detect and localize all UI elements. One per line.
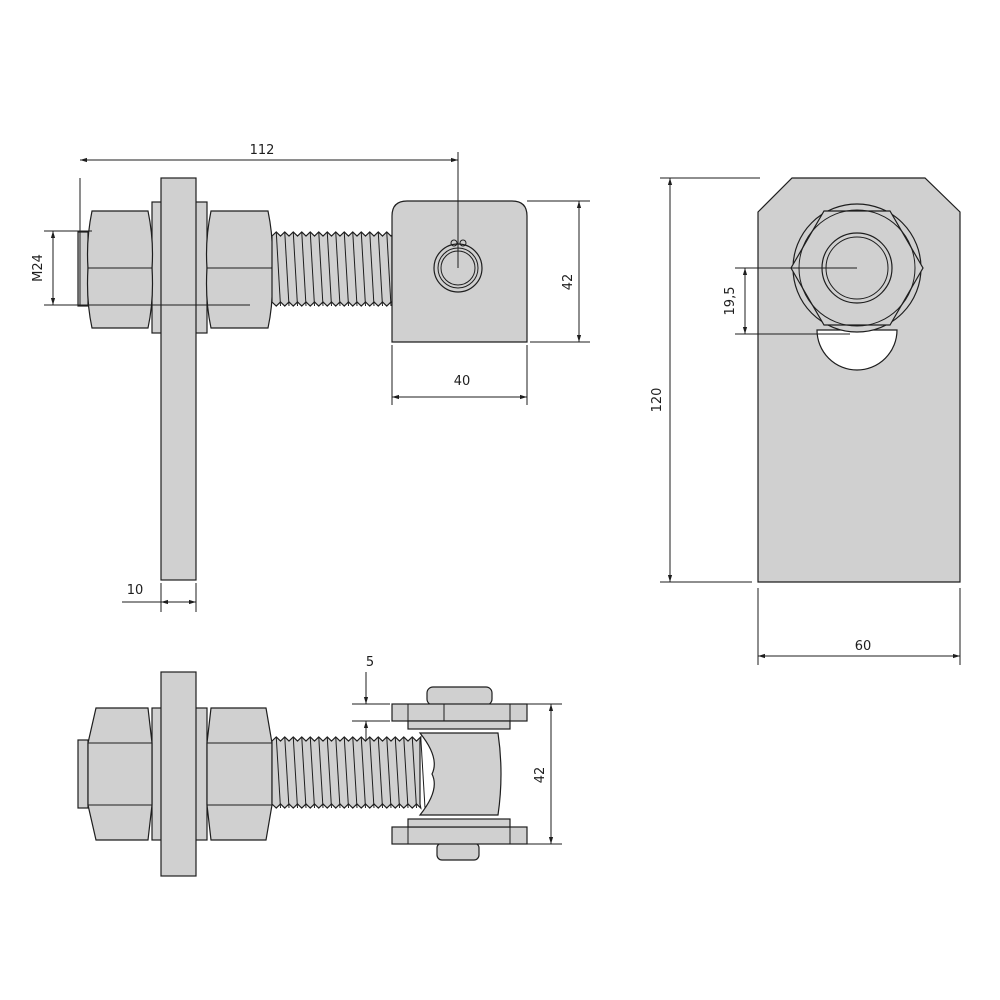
thread-line xyxy=(411,736,417,809)
nut-right xyxy=(206,707,273,841)
thread-line xyxy=(335,231,341,307)
thread-line xyxy=(386,736,392,809)
thread-line xyxy=(352,231,358,307)
pin-end xyxy=(436,842,480,861)
nut-left xyxy=(86,210,154,329)
thread-line xyxy=(275,736,281,809)
thread-line xyxy=(301,736,307,809)
thread-line xyxy=(309,736,315,809)
lower-washer xyxy=(407,818,511,828)
dim-plate-thickness: 10 xyxy=(127,583,144,598)
side-view: 19,5 120 60 xyxy=(650,177,961,665)
dim-washer-thickness: 5 xyxy=(366,655,374,670)
thread-line xyxy=(343,231,349,307)
thread-profile xyxy=(271,231,396,307)
dim-plate-width: 60 xyxy=(855,639,872,654)
thread-line xyxy=(292,736,298,809)
thread-line xyxy=(275,231,281,307)
bolt-end xyxy=(77,739,89,809)
lower-plate xyxy=(391,826,528,845)
top-view: 5 42 xyxy=(77,655,562,877)
thread-line xyxy=(326,231,332,307)
dim-block-height: 42 xyxy=(561,274,576,291)
thread-line xyxy=(420,736,426,809)
thread-line xyxy=(335,736,341,809)
dim-block-width: 40 xyxy=(454,374,471,389)
thread-line xyxy=(360,231,366,307)
dim-plate-height: 120 xyxy=(650,388,665,413)
thread-line xyxy=(343,736,349,809)
upper-plate xyxy=(391,703,528,722)
thread-line xyxy=(386,231,392,307)
hinge-barrel xyxy=(418,732,502,816)
dim-thread-size: M24 xyxy=(31,254,46,282)
thread-line xyxy=(394,736,400,809)
thread-line xyxy=(309,231,315,307)
mounting-plate xyxy=(160,177,197,581)
mounting-plate-top xyxy=(160,671,197,877)
thread-line xyxy=(284,736,290,809)
dim-hole-offset: 19,5 xyxy=(723,287,738,316)
thread-line xyxy=(326,736,332,809)
nut-left xyxy=(87,707,153,841)
thread-line xyxy=(301,231,307,307)
thread-line xyxy=(377,231,383,307)
thread-line xyxy=(352,736,358,809)
thread-line xyxy=(292,231,298,307)
thread-line xyxy=(360,736,366,809)
thread-line xyxy=(318,231,324,307)
thread-line xyxy=(369,231,375,307)
nut-right xyxy=(205,210,274,329)
dim-hinge-height: 42 xyxy=(533,767,548,784)
upper-washer xyxy=(407,720,511,730)
threaded-rod xyxy=(271,231,400,307)
thread-line xyxy=(369,736,375,809)
thread-line xyxy=(377,736,383,809)
pin-head xyxy=(426,686,493,706)
thread-line xyxy=(318,736,324,809)
thread-line xyxy=(284,231,290,307)
front-view: 112 M24 42 40 10 xyxy=(31,143,590,612)
threaded-rod xyxy=(271,735,426,810)
dim-bolt-length: 112 xyxy=(250,143,275,158)
slot xyxy=(816,329,898,371)
thread-line xyxy=(403,736,409,809)
